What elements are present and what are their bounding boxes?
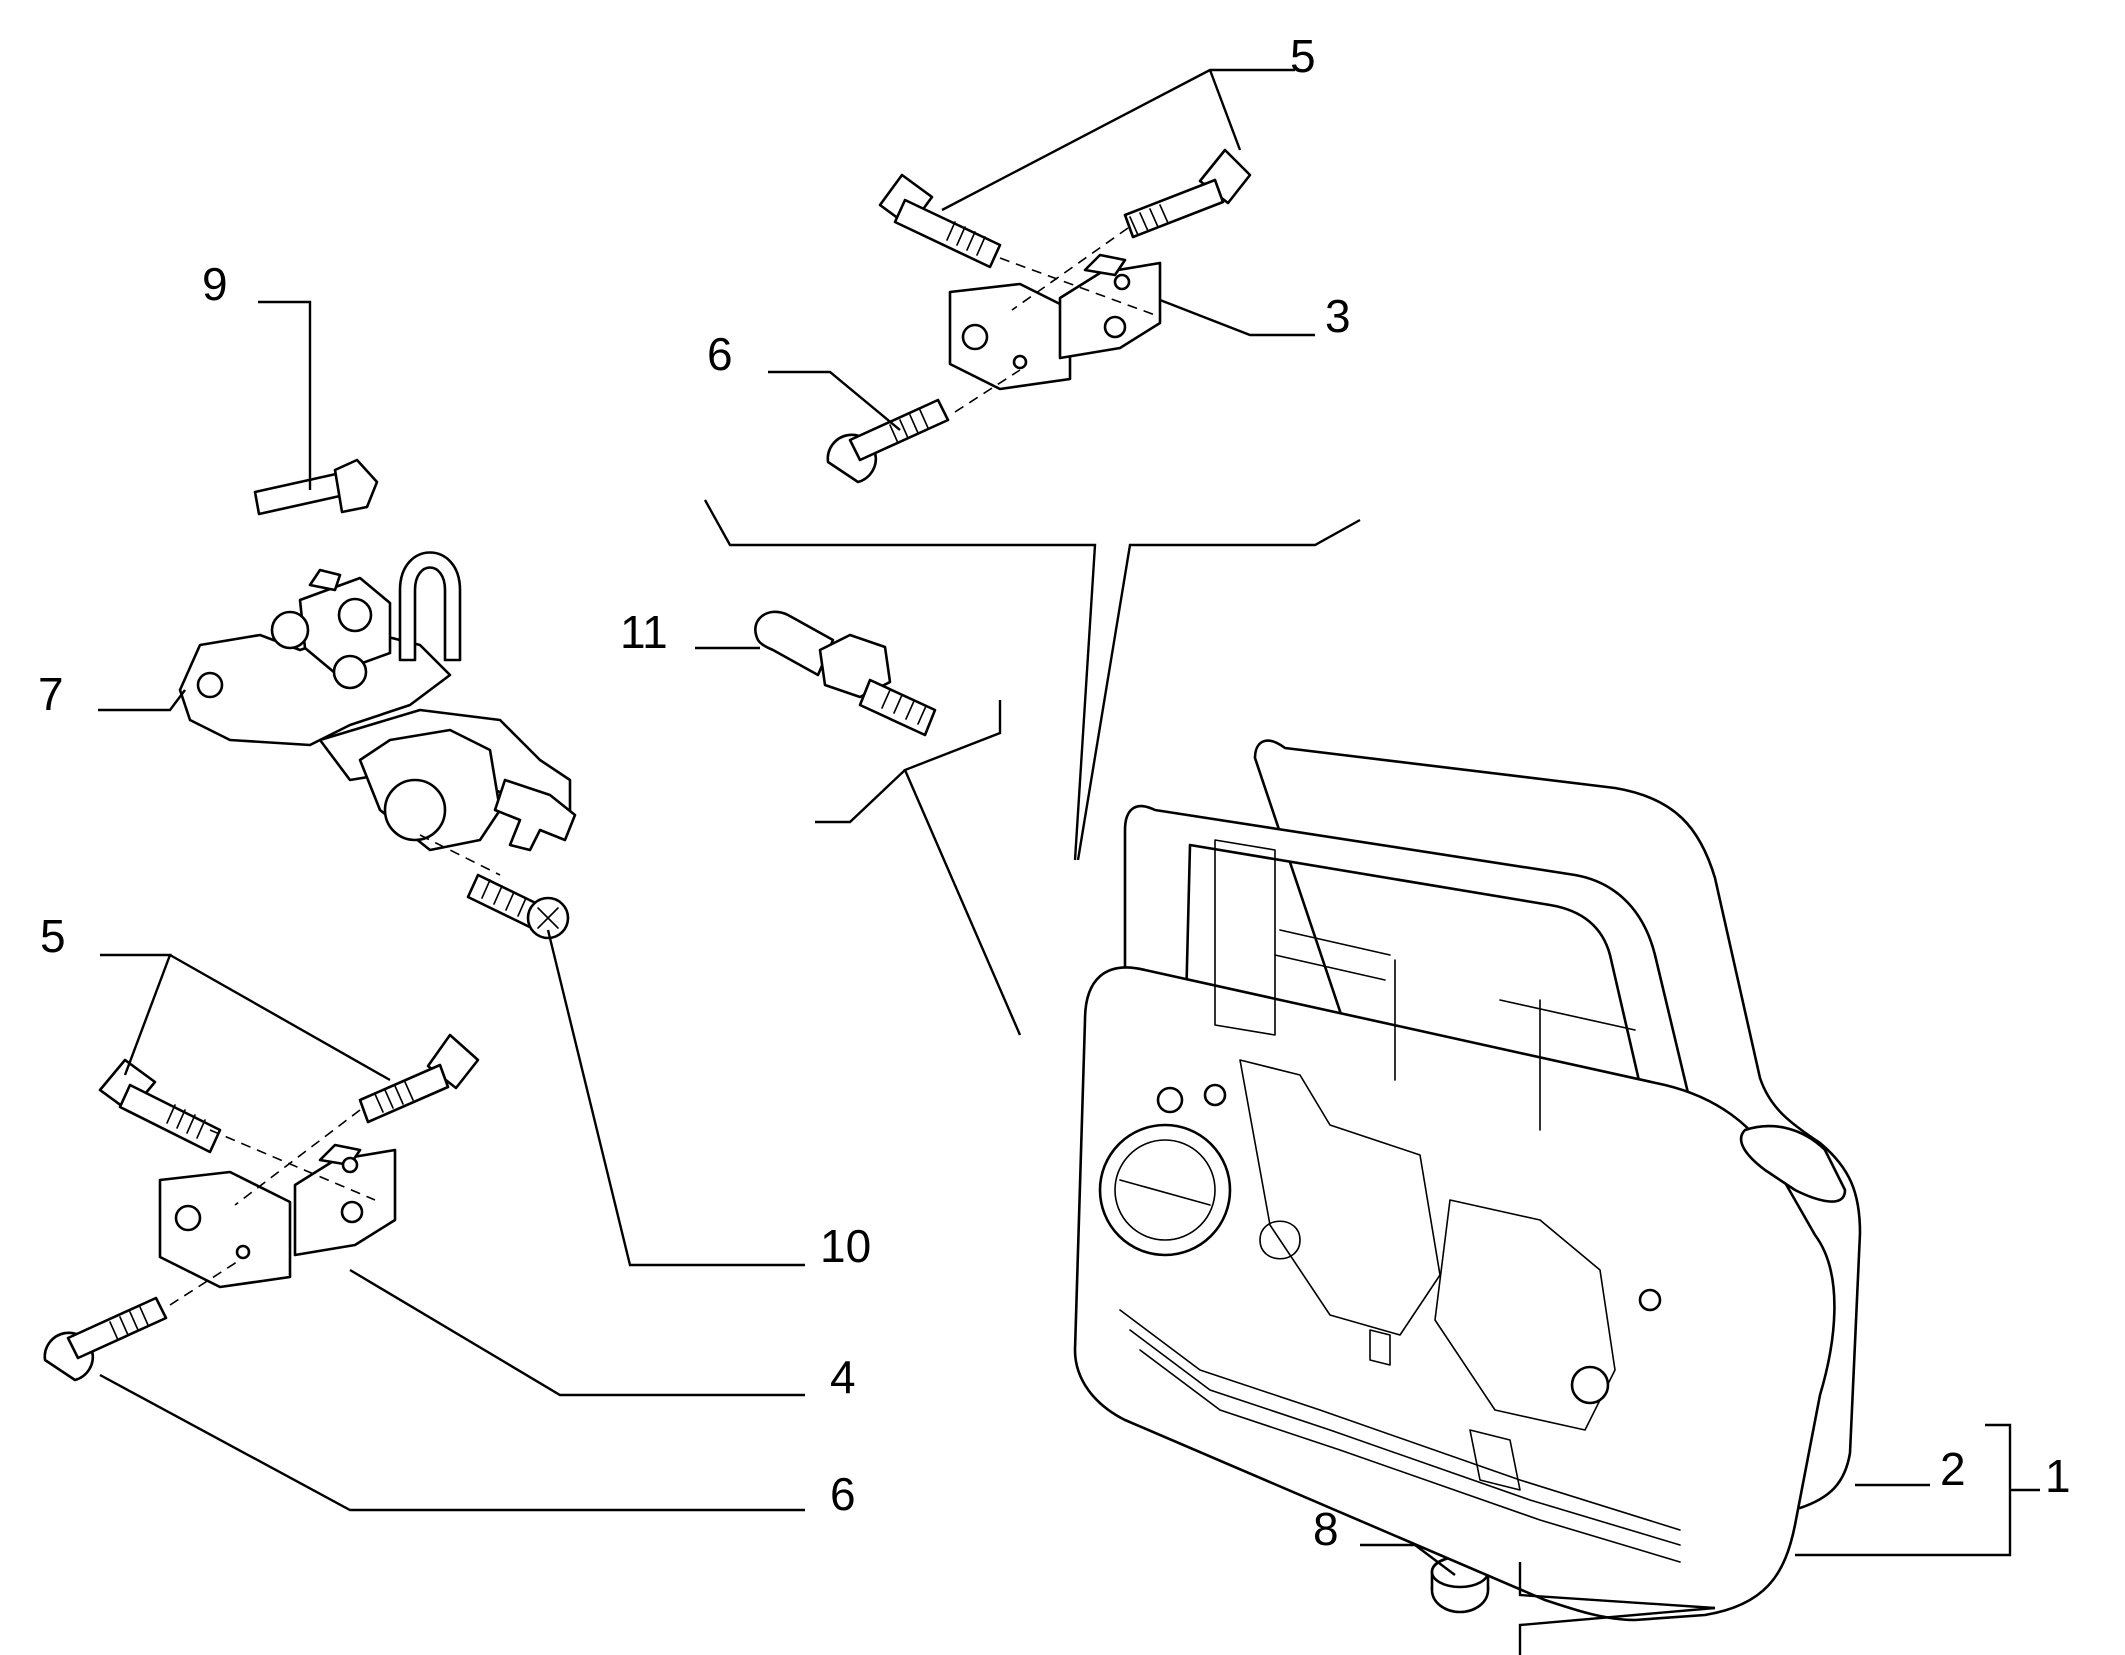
- door-assembly: [1073, 739, 1862, 1622]
- callout-8: 8: [1313, 1503, 1339, 1555]
- leader-5-left: [100, 953, 391, 1082]
- bolt-5-top-right: [1123, 148, 1252, 239]
- leader-8: [1360, 1543, 1456, 1576]
- assembly-line-strap: [419, 834, 501, 876]
- bolt-6-top: [826, 398, 950, 484]
- hinge-4-bottom: [158, 1143, 397, 1289]
- bolt-10: [466, 873, 570, 940]
- assembly-line-top-b: [1011, 227, 1129, 311]
- bracket-lower: [1518, 1562, 1716, 1610]
- assembly-line-top-c: [954, 369, 1021, 413]
- callout-1: 1: [2045, 1450, 2071, 1502]
- bolt-5-top-left: [878, 173, 1002, 269]
- callout-5-top: 5: [1290, 30, 1316, 82]
- callout-4: 4: [830, 1351, 856, 1403]
- bolt-11: [754, 610, 937, 737]
- bolt-5-left-b: [358, 1033, 480, 1124]
- assembly-line-bottom-c: [169, 1259, 241, 1306]
- leader-4: [349, 1268, 805, 1397]
- callout-6-bottom: 6: [830, 1468, 856, 1520]
- callout-2: 2: [1940, 1443, 1966, 1495]
- hinge-3-top: [948, 253, 1162, 391]
- leader-3: [1159, 298, 1315, 337]
- leader-10: [546, 929, 805, 1267]
- bolt-6-bottom: [43, 1296, 168, 1382]
- assembly-line-top-a: [999, 257, 1156, 316]
- callout-3: 3: [1325, 290, 1351, 342]
- bracket-lower-b: [1518, 1606, 1716, 1655]
- callout-10: 10: [820, 1220, 871, 1272]
- callout-6-top: 6: [707, 328, 733, 380]
- callout-9: 9: [202, 258, 228, 310]
- callout-7: 7: [38, 668, 64, 720]
- leader-7: [98, 689, 186, 712]
- leader-1-bracket: [1795, 1423, 2040, 1557]
- leader-5-top: [941, 68, 1295, 212]
- bracket-top-hinge-b: [1076, 518, 1361, 861]
- bracket-top-hinge: [703, 499, 1097, 861]
- leader-6-top: [768, 370, 901, 431]
- leader-6-bottom: [99, 1373, 805, 1512]
- assembly-line-bottom-b: [234, 1109, 361, 1206]
- bolt-9: [253, 458, 379, 516]
- bolt-5-left-a: [98, 1058, 222, 1154]
- callout-5-left: 5: [40, 910, 66, 962]
- bracket-bolt-11: [903, 700, 1022, 1036]
- assembly-line-bottom-a: [209, 1129, 376, 1201]
- bracket-bolt-11-b: [815, 769, 906, 824]
- door-check-strap-7: [178, 551, 577, 852]
- leader-9: [258, 300, 312, 490]
- callout-11: 11: [620, 606, 668, 658]
